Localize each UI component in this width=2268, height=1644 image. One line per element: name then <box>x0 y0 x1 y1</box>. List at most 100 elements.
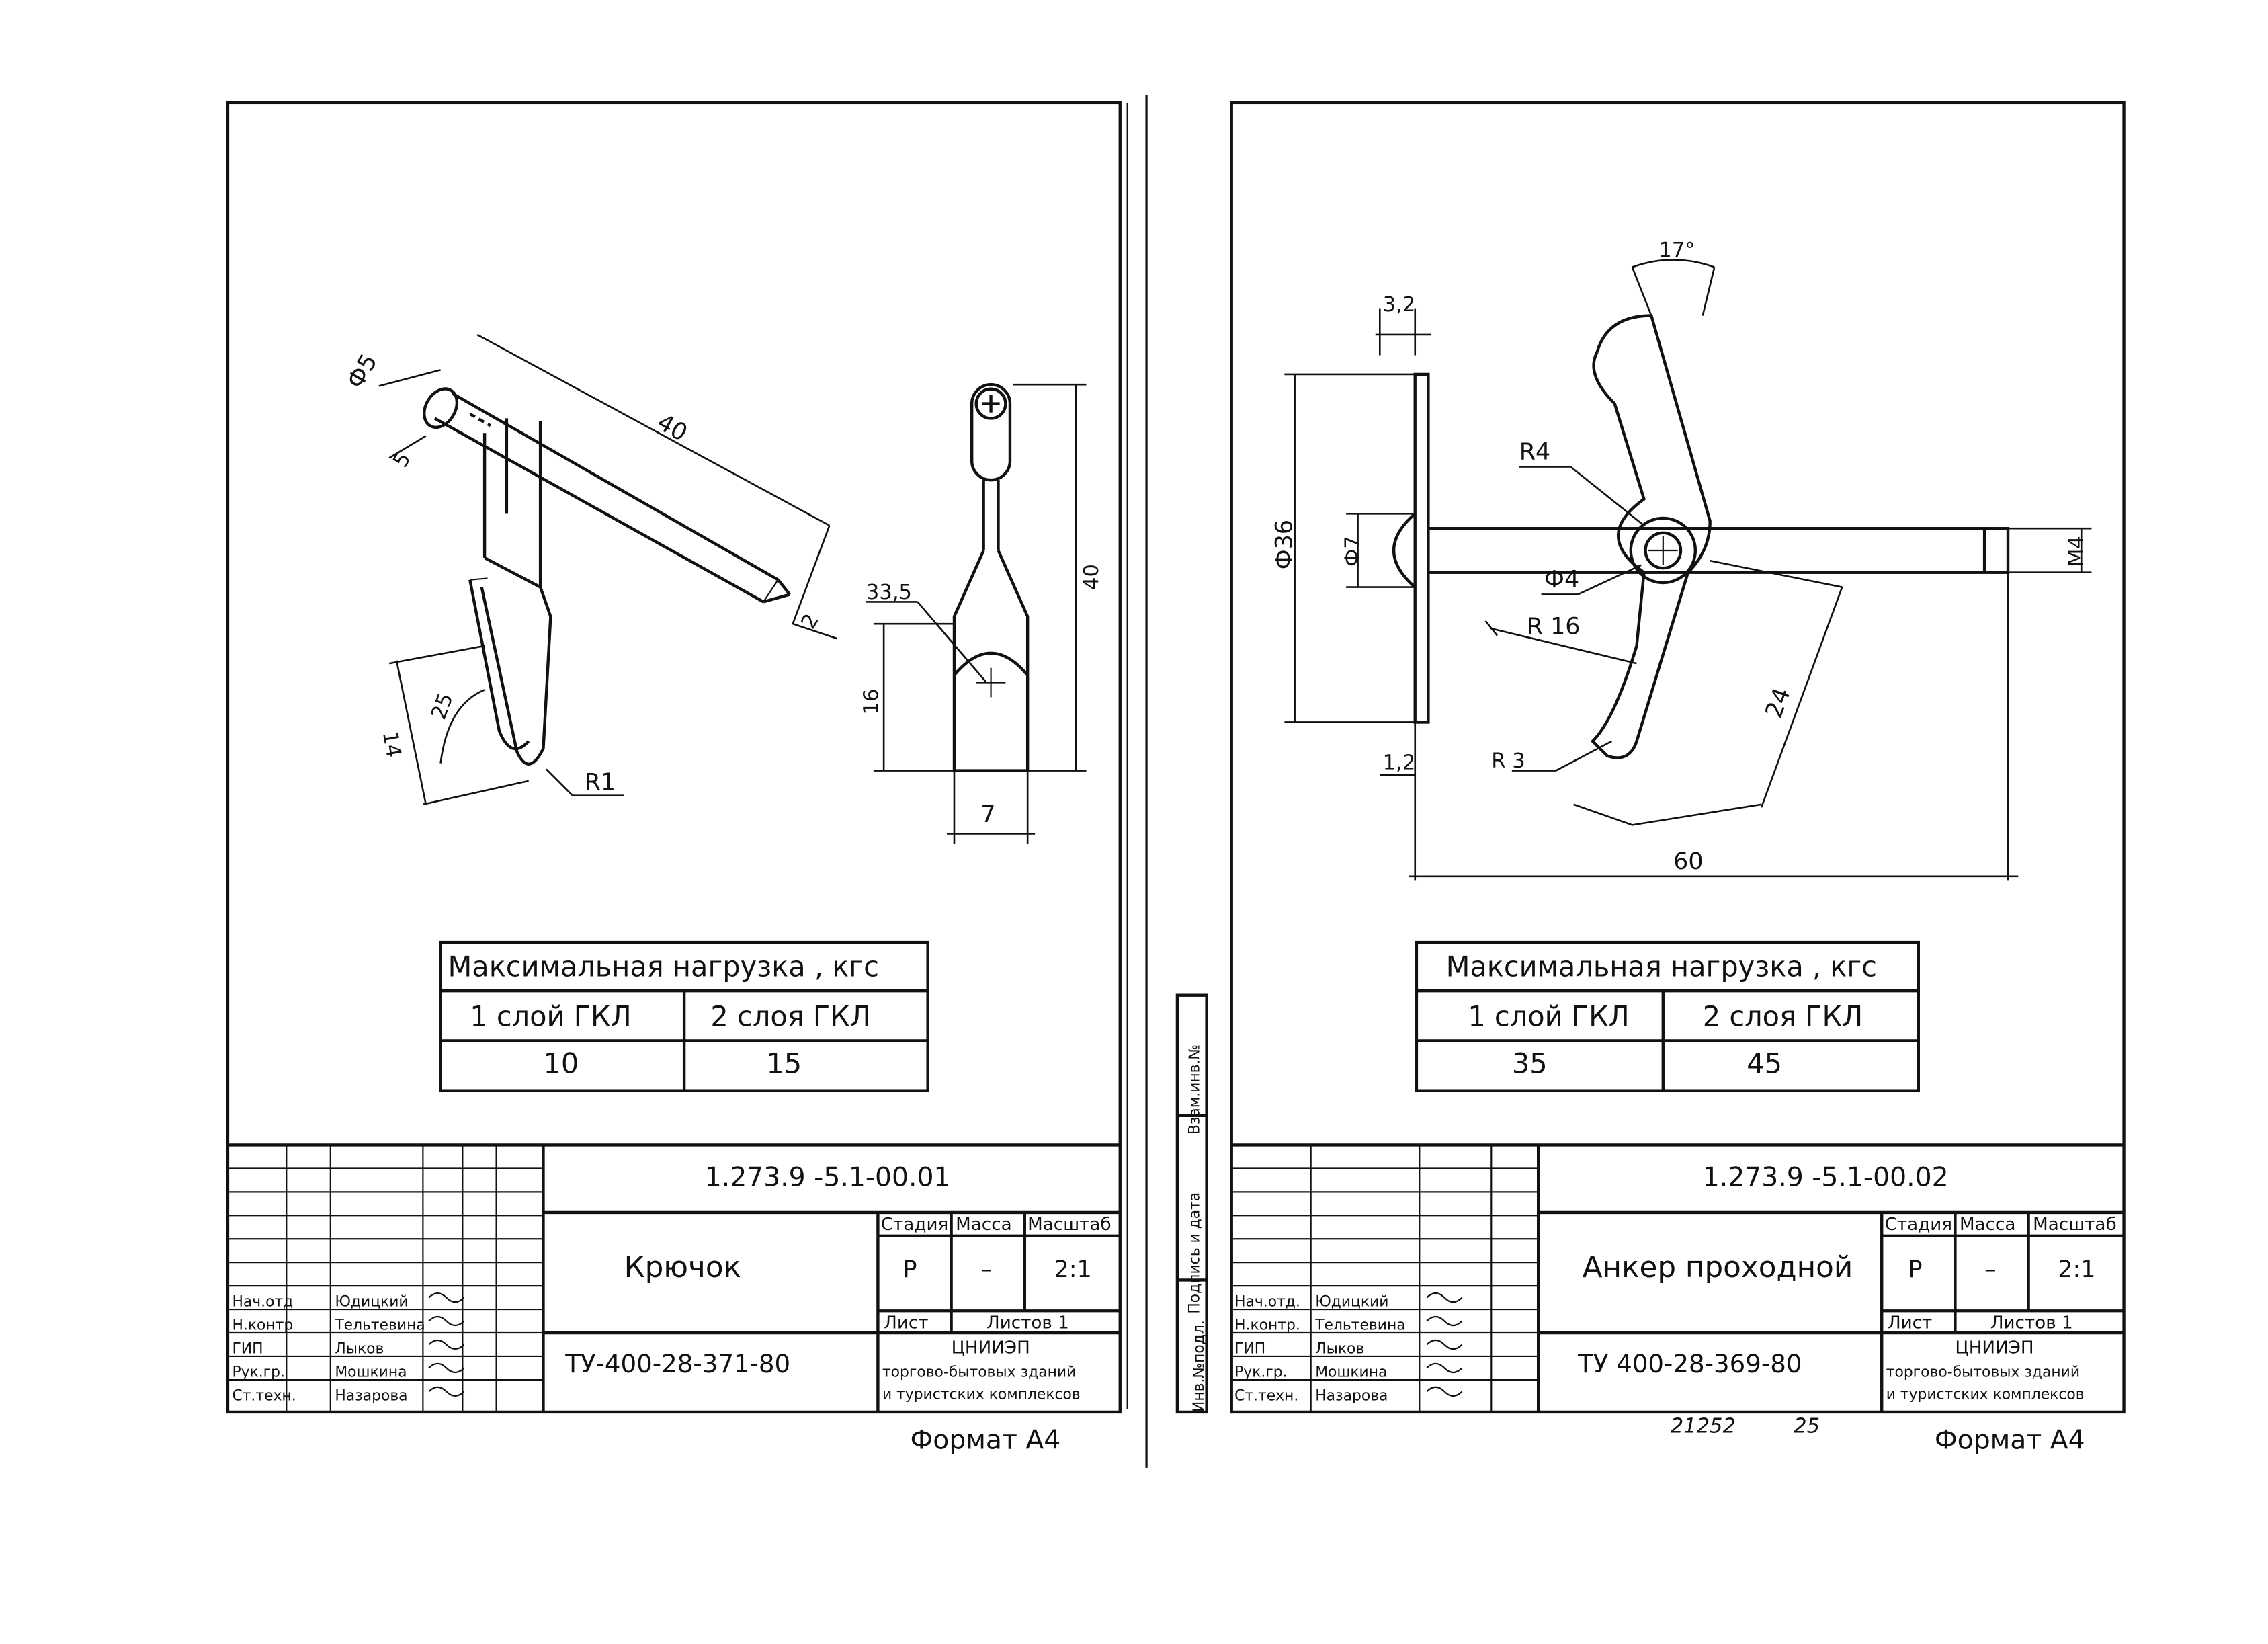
dim-7: 7 <box>980 801 995 828</box>
left-org1: ЦНИИЭП <box>952 1338 1030 1358</box>
dim-40v: 40 <box>1080 564 1103 590</box>
bottom-note-1: 21252 <box>1671 1415 1736 1438</box>
left-role-5: Ст.техн. <box>232 1387 296 1404</box>
right-doc-code: 1.273.9 -5.1-00.02 <box>1703 1163 1949 1193</box>
left-mass: – <box>980 1256 992 1283</box>
dim-r4: R4 <box>1519 439 1551 466</box>
side-stamp-sign: Подпись и дата <box>1187 1192 1204 1314</box>
dim-14: 14 <box>378 729 405 759</box>
left-name-5: Назарова <box>335 1387 407 1404</box>
right-sheets-label: Листов 1 <box>1990 1313 2073 1333</box>
right-org2: торгово-бытовых зданий <box>1886 1364 2080 1381</box>
right-mass: – <box>1984 1256 1996 1283</box>
anchor-dimensions <box>1284 259 2092 881</box>
bottom-note-2: 25 <box>1794 1415 1820 1438</box>
right-name-2: Тельтевина <box>1314 1317 1405 1334</box>
left-sheet-frame <box>226 101 1122 1414</box>
left-load-table <box>439 940 929 1092</box>
dim-r16: R 16 <box>1527 613 1581 640</box>
left-title-block <box>227 1143 1120 1412</box>
right-title-block <box>1231 1143 2124 1412</box>
dim-d7: Ф7 <box>1341 536 1365 567</box>
left-part-name: Крючок <box>624 1250 741 1284</box>
left-role-1: Нач.отд <box>232 1294 293 1311</box>
right-role-3: ГИП <box>1234 1341 1265 1358</box>
hook-dimensions <box>378 333 837 806</box>
left-table-col2: 2 слоя ГКЛ <box>710 1000 870 1033</box>
right-load-table <box>1415 940 1920 1092</box>
left-table-col1: 1 слой ГКЛ <box>470 1000 631 1033</box>
left-sheets-label: Листов 1 <box>986 1313 1069 1333</box>
dim-r3: R 3 <box>1491 749 1525 773</box>
side-view-dimensions <box>866 383 1087 844</box>
dim-m4: М4 <box>2064 536 2088 567</box>
left-name-4: Мошкина <box>335 1364 407 1381</box>
left-format: Формат А4 <box>910 1426 1060 1456</box>
left-name-2: Тельтевина <box>334 1317 425 1334</box>
dim-d4: Ф4 <box>1544 567 1579 593</box>
right-table-val1: 35 <box>1512 1046 1548 1079</box>
right-name-1: Юдицкий <box>1315 1294 1388 1311</box>
left-table-header: Максимальная нагрузка , кгс <box>448 950 879 983</box>
hook-side-view <box>952 383 1030 772</box>
right-table-val2: 45 <box>1747 1046 1782 1079</box>
dim-33-5: 33,5 <box>866 581 912 604</box>
hook-angled-view <box>423 387 792 766</box>
dim-angle17: 17° <box>1658 239 1695 262</box>
right-scale: 2:1 <box>2058 1256 2095 1283</box>
right-role-1: Нач.отд. <box>1234 1294 1300 1311</box>
right-stage: Р <box>1908 1256 1923 1283</box>
right-sheet-frame <box>1230 101 2126 1414</box>
left-stage-label: Стадия <box>881 1215 948 1235</box>
right-mass-label: Масса <box>1960 1215 2016 1235</box>
dim-r1: R1 <box>585 769 616 796</box>
left-mass-label: Масса <box>956 1215 1011 1235</box>
left-doc-code: 1.273.9 -5.1-00.01 <box>705 1163 951 1193</box>
left-sheet-label: Лист <box>884 1313 928 1333</box>
dim-1-2: 1,2 <box>1383 751 1416 774</box>
right-role-5: Ст.техн. <box>1234 1387 1298 1404</box>
right-org3: и туристских комплексов <box>1886 1386 2085 1403</box>
anchor-drawing <box>1392 314 2010 759</box>
dim-60: 60 <box>1673 848 1703 875</box>
right-stage-label: Стадия <box>1885 1215 1952 1235</box>
side-stamp-replaced: Взам.инв.№ <box>1187 1044 1204 1135</box>
right-spec: ТУ 400-28-369-80 <box>1577 1350 1802 1379</box>
left-role-2: Н.контр <box>232 1317 293 1334</box>
side-stamp-inv: Инв.№подл. <box>1191 1320 1208 1412</box>
left-org2: торгово-бытовых зданий <box>882 1364 1076 1381</box>
dim-d5: Ф5 <box>342 350 383 393</box>
right-table-col1: 1 слой ГКЛ <box>1468 1000 1629 1033</box>
right-sheet-label: Лист <box>1888 1313 1932 1333</box>
dim-40: 40 <box>653 409 692 447</box>
left-spec: ТУ-400-28-371-80 <box>564 1350 790 1379</box>
right-org1: ЦНИИЭП <box>1955 1338 2033 1358</box>
right-name-5: Назарова <box>1315 1387 1388 1404</box>
left-table-val2: 15 <box>766 1046 802 1079</box>
dim-3-2: 3,2 <box>1383 293 1416 317</box>
left-role-3: ГИП <box>232 1341 263 1358</box>
side-stamp-frame <box>1175 993 1208 1414</box>
left-scale-label: Масштаб <box>1027 1215 1111 1235</box>
left-role-4: Рук.гр. <box>232 1364 284 1381</box>
right-part-name: Анкер проходной <box>1583 1250 1853 1284</box>
left-scale: 2:1 <box>1054 1256 1091 1283</box>
right-role-2: Н.контр. <box>1234 1317 1300 1334</box>
left-org3: и туристских комплексов <box>882 1386 1081 1403</box>
left-name-1: Юдицкий <box>335 1294 408 1311</box>
dim-5: 5 <box>389 448 416 471</box>
left-stage: Р <box>903 1256 917 1283</box>
right-table-header: Максимальная нагрузка , кгс <box>1446 950 1877 983</box>
left-table-val1: 10 <box>543 1046 579 1079</box>
dim-16: 16 <box>859 689 883 715</box>
dim-d36: Ф36 <box>1271 520 1298 570</box>
left-name-3: Лыков <box>335 1341 384 1358</box>
right-format: Формат А4 <box>1935 1426 2085 1456</box>
right-table-col2: 2 слоя ГКЛ <box>1703 1000 1863 1033</box>
right-role-4: Рук.гр. <box>1234 1364 1287 1381</box>
right-name-3: Лыков <box>1315 1341 1364 1358</box>
right-name-4: Мошкина <box>1315 1364 1387 1381</box>
right-scale-label: Масштаб <box>2033 1215 2116 1235</box>
dim-24: 24 <box>1761 684 1796 721</box>
